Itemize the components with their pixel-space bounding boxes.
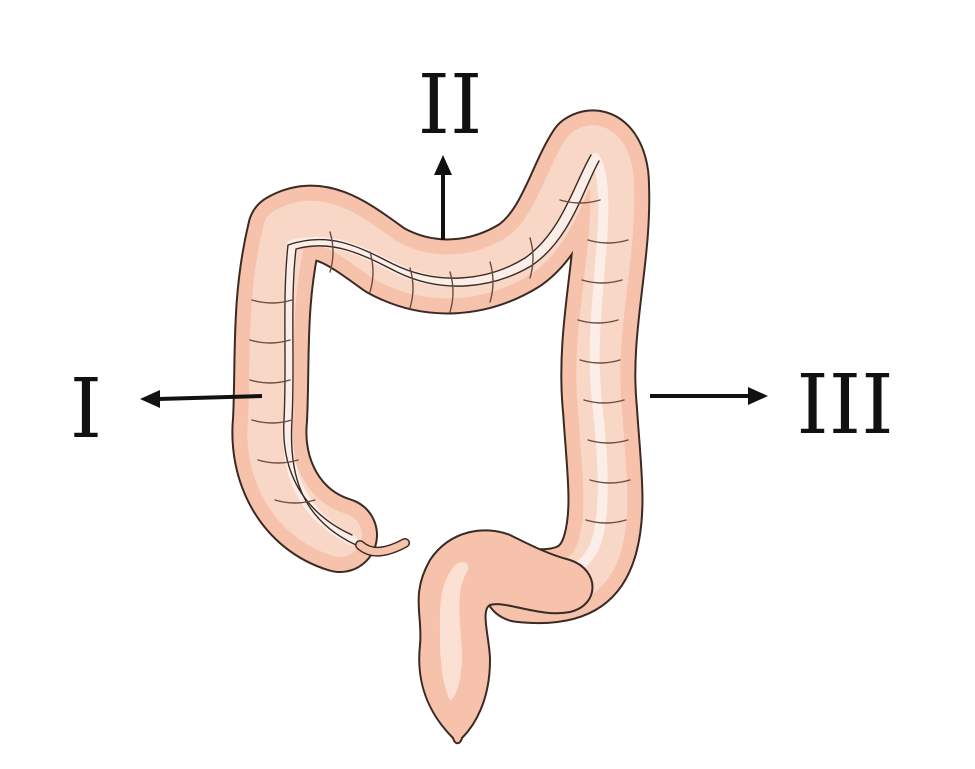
arrow-top [434,155,452,240]
label-left: I [70,362,102,457]
haustra-folds [249,199,631,601]
colon-illustration [231,109,651,745]
taenia-band [282,153,609,587]
taenia-edge-b [290,160,600,546]
sigmoid-rectum [417,529,594,745]
arrow-right [650,387,768,405]
label-right: III [796,358,893,453]
label-top: II [418,58,483,153]
taenia-edge-a [283,154,592,536]
appendix-fill [356,539,409,556]
arrow-left [140,390,263,408]
rectum-highlight [439,562,469,700]
